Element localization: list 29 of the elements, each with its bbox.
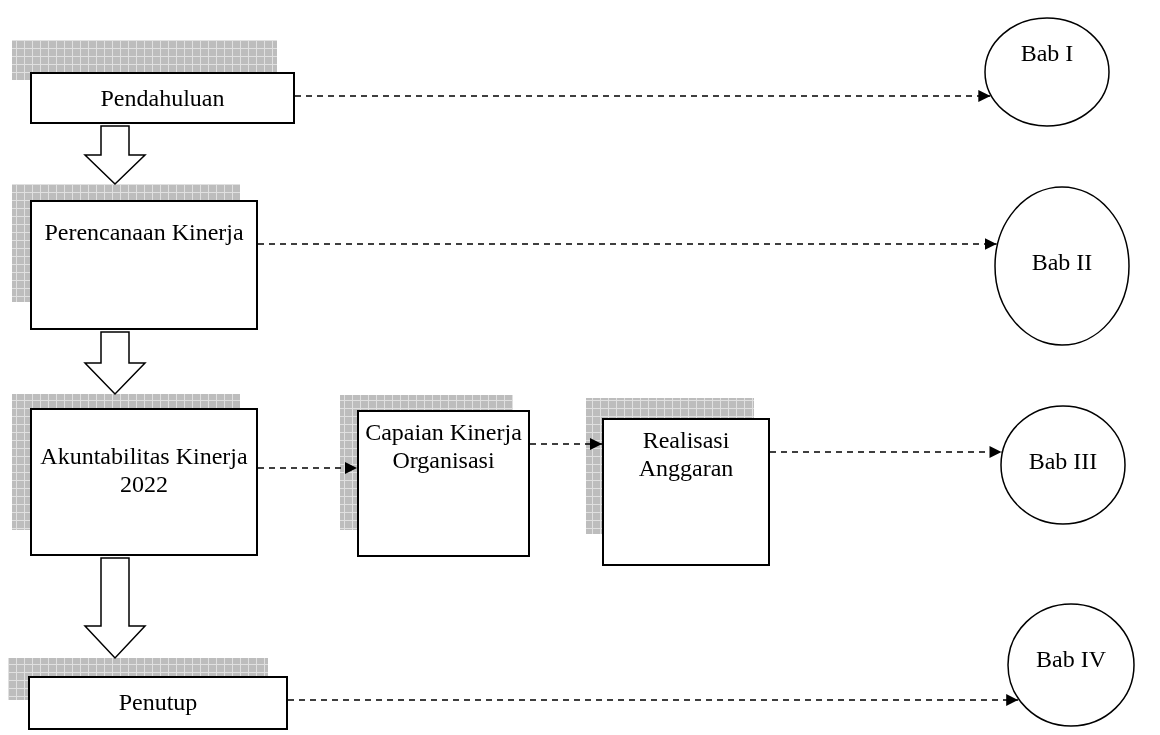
box-label: Bab IV	[1036, 645, 1106, 673]
block-arrow	[83, 557, 147, 660]
dashed-arrow	[287, 694, 1019, 706]
box-label: Bab II	[1031, 248, 1093, 276]
process-box	[357, 410, 530, 557]
chapter-ellipse	[1007, 603, 1135, 727]
dashed-arrow	[257, 238, 998, 250]
chapter-ellipse	[1000, 405, 1126, 525]
block-arrow	[83, 331, 147, 396]
dashed-arrow	[529, 438, 603, 450]
process-box	[30, 72, 295, 124]
dashed-arrow	[294, 90, 992, 102]
box-label: Pendahuluan	[100, 84, 225, 112]
block-arrow	[83, 125, 147, 186]
dashed-arrow	[769, 446, 1003, 458]
box-label: Bab III	[1028, 447, 1098, 475]
process-box	[602, 418, 770, 566]
dashed-arrow	[257, 462, 358, 474]
chapter-ellipse	[984, 17, 1110, 127]
box-label: Capaian Kinerja Organisasi	[364, 418, 523, 474]
box-label: Perencanaan Kinerja	[44, 218, 244, 246]
box-label: Realisasi Anggaran	[637, 426, 735, 482]
box-label: Akuntabilitas Kinerja 2022	[39, 442, 249, 498]
process-box	[30, 408, 258, 556]
process-box	[28, 676, 288, 730]
chapter-ellipse	[994, 186, 1130, 346]
box-label: Bab I	[1020, 39, 1074, 67]
process-box	[30, 200, 258, 330]
box-label: Penutup	[118, 688, 198, 716]
